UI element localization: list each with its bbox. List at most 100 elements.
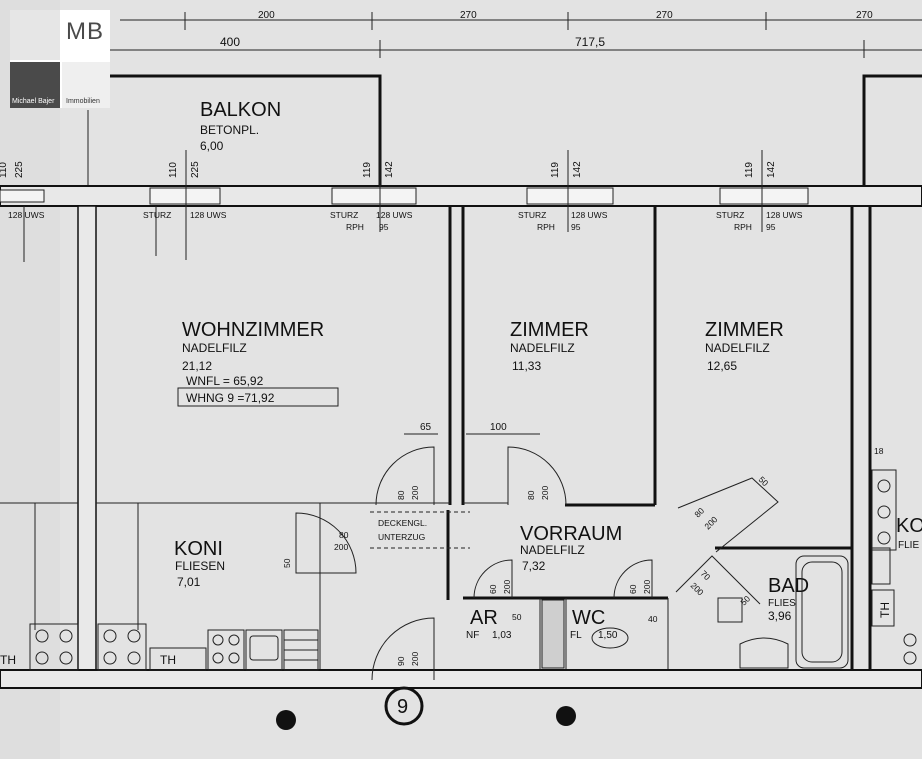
door-entry-w: 90 <box>396 656 406 666</box>
dim-top-b: 270 <box>460 10 477 21</box>
door-koni-h: 200 <box>334 542 348 552</box>
door-wc-side: 40 <box>648 614 658 624</box>
storage-rack <box>541 599 565 669</box>
dim-span-right: 717,5 <box>575 35 605 49</box>
door-koni-w: 80 <box>339 530 349 540</box>
note-unterzug: UNTERZUG <box>378 532 425 542</box>
entry-circle <box>384 686 424 726</box>
w3-rph-val: 95 <box>571 222 581 232</box>
stove-plates <box>29 623 319 671</box>
wohnzimmer-name: WOHNZIMMER <box>182 319 324 341</box>
dimension-lines <box>90 12 922 58</box>
wohnzimmer-finish: NADELFILZ <box>182 341 247 355</box>
w4-rph-val: 95 <box>766 222 776 232</box>
balkon-area: 6,00 <box>200 139 224 153</box>
door-wc-h: 200 <box>642 580 652 594</box>
w1-h1: 110 <box>168 162 179 178</box>
logo: MB Michael Bajer Immobilien <box>10 10 110 108</box>
zimmer2-finish: NADELFILZ <box>705 341 770 355</box>
bad-finish: FLIES <box>768 598 796 609</box>
logo-mark: MB <box>66 18 104 45</box>
door-65: 65 <box>420 422 432 433</box>
w3-h1: 119 <box>550 162 561 178</box>
paper-light <box>60 0 922 759</box>
bad-name: BAD <box>768 575 809 597</box>
zimmer2-area: 12,65 <box>707 359 737 373</box>
door-entry-h: 200 <box>410 652 420 666</box>
koni-name: KONI <box>174 538 223 560</box>
th-far-left: TH <box>0 653 16 667</box>
koni-area: 7,01 <box>177 575 201 589</box>
logo-name: Michael Bajer <box>12 98 55 105</box>
vorraum-finish: NADELFILZ <box>520 543 585 557</box>
wl-h1: 110 <box>0 162 9 178</box>
w3-sturz: STURZ <box>518 210 546 220</box>
zimmer1-area: 11,33 <box>512 359 541 373</box>
door-mid-w: 80 <box>526 490 536 500</box>
balkon-name: BALKON <box>200 99 281 121</box>
th-left: TH <box>160 653 176 667</box>
ar-name: AR <box>470 607 498 629</box>
right-strip <box>871 469 917 665</box>
interior-walls <box>0 205 872 687</box>
w4-h2: 142 <box>766 161 777 178</box>
dim-top-a: 200 <box>258 10 275 21</box>
w2-rph-val: 95 <box>379 222 389 232</box>
wohnzimmer-area: 21,12 <box>182 359 212 373</box>
wohnzimmer-wnfl: WNFL = 65,92 <box>186 374 264 388</box>
vorraum-area: 7,32 <box>522 559 546 573</box>
ar-finish: NF <box>466 630 479 641</box>
w4-uws: 128 UWS <box>766 210 803 220</box>
w2-sturz: STURZ <box>330 210 358 220</box>
door-wc-w: 60 <box>628 584 638 594</box>
door-koni-side: 50 <box>282 558 292 568</box>
w4-sturz: STURZ <box>716 210 744 220</box>
w3-uws: 128 UWS <box>571 210 608 220</box>
w2-h1: 119 <box>362 162 373 178</box>
zimmer1-finish: NADELFILZ <box>510 341 575 355</box>
exterior-wall <box>0 185 922 207</box>
dim-top-d: 270 <box>856 10 873 21</box>
bath-fixtures <box>591 555 849 669</box>
w3-h2: 142 <box>572 161 583 178</box>
logo-square-bl <box>10 62 60 108</box>
door-ar-h: 200 <box>502 580 512 594</box>
balcony-outline <box>87 74 922 186</box>
logo-kind: Immobilien <box>66 98 100 105</box>
door-left-h: 200 <box>410 486 420 500</box>
balkon-finish: BETONPL. <box>200 123 259 137</box>
bottom-wall <box>0 669 922 689</box>
zimmer1-name: ZIMMER <box>510 319 589 341</box>
w2-rph: RPH <box>346 222 364 232</box>
w1-h2: 225 <box>190 161 201 178</box>
w2-uws: 128 UWS <box>376 210 413 220</box>
bad-area: 3,96 <box>768 609 792 623</box>
beam-lines <box>370 511 470 549</box>
right-room-finish: FLIE <box>898 540 919 551</box>
column-dot <box>276 710 296 730</box>
right-room-name: KO <box>896 515 922 537</box>
door-mid-h: 200 <box>540 486 550 500</box>
zimmer2-name: ZIMMER <box>705 319 784 341</box>
door-ar-w: 60 <box>488 584 498 594</box>
column-dot <box>556 706 576 726</box>
th-right: TH <box>878 602 892 618</box>
logo-square-tr <box>62 10 110 60</box>
door-swings <box>295 446 779 681</box>
vorraum-name: VORRAUM <box>520 523 622 545</box>
dim-span-left: 400 <box>220 35 240 49</box>
w1-uws: 128 UWS <box>190 210 227 220</box>
logo-square-tl <box>10 10 60 60</box>
wc-name: WC <box>572 607 605 629</box>
th-box-left <box>149 647 207 671</box>
w2-h2: 142 <box>384 161 395 178</box>
w3-rph: RPH <box>537 222 555 232</box>
w4-rph: RPH <box>734 222 752 232</box>
koni-finish: FLIESEN <box>175 559 225 573</box>
door-ar-side: 50 <box>512 612 522 622</box>
dim-top-c: 270 <box>656 10 673 21</box>
wohnzimmer-whng: WHNG 9 =71,92 <box>186 391 275 405</box>
wc-finish: FL <box>570 630 582 641</box>
